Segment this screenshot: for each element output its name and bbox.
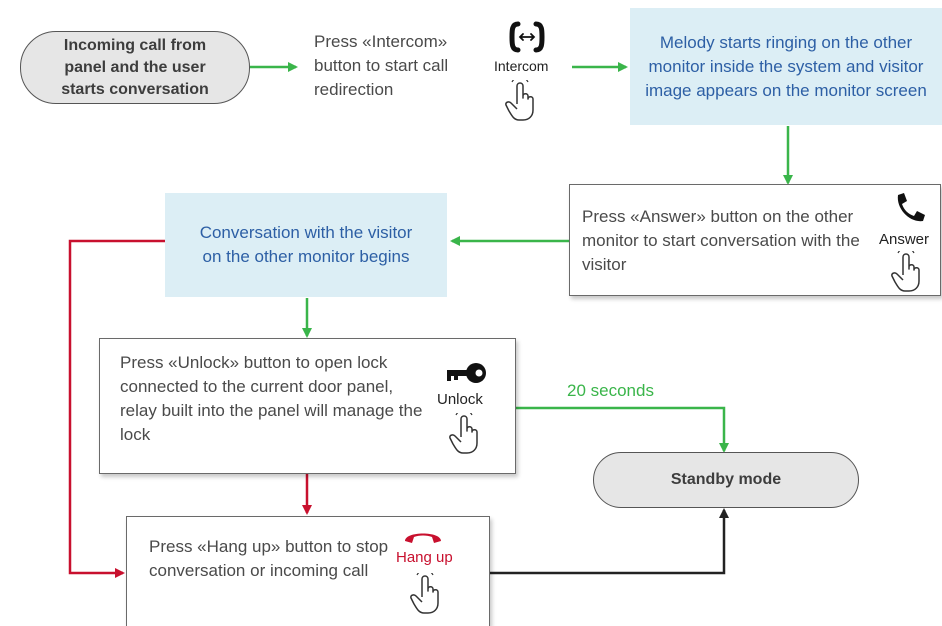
hand-pointer-icon	[410, 573, 439, 614]
node-press-unlock: Press «Unlock» button to open lock conne…	[99, 338, 516, 474]
node-press-unlock-text: Press «Unlock» button to open lock conne…	[120, 353, 423, 444]
node-standby: Standby mode	[593, 452, 859, 508]
node-press-hangup: Press «Hang up» button to stop conversat…	[126, 516, 490, 626]
node-incoming-call-text: Incoming call from panel and the user st…	[61, 36, 209, 98]
node-conversation-text: Conversation with the visitor on the oth…	[199, 223, 413, 266]
intercom-label: Intercom	[494, 58, 549, 74]
node-conversation: Conversation with the visitor on the oth…	[165, 193, 447, 297]
phone-answer-icon	[897, 193, 925, 222]
answer-label: Answer	[879, 231, 930, 248]
intercom-icon	[509, 21, 545, 53]
hand-pointer-icon	[891, 251, 920, 292]
arrow-unlock-to-standby	[516, 406, 729, 453]
arrow-hangup-to-standby	[490, 508, 729, 575]
phone-hangup-icon	[405, 533, 441, 543]
node-press-answer: Press «Answer» button on the other monit…	[569, 184, 941, 296]
hangup-label: Hang up	[396, 549, 453, 566]
node-melody: Melody starts ringing on the other monit…	[630, 8, 942, 125]
timeout-label: 20 seconds	[567, 381, 654, 400]
node-incoming-call: Incoming call from panel and the user st…	[20, 31, 250, 104]
node-press-intercom: Press «Intercom» button to start call re…	[314, 32, 449, 99]
node-press-hangup-text: Press «Hang up» button to stop conversat…	[149, 537, 389, 580]
hand-pointer-icon	[449, 413, 478, 454]
node-standby-text: Standby mode	[670, 471, 782, 488]
hand-pointer-icon	[505, 80, 534, 121]
node-melody-text: Melody starts ringing on the other monit…	[645, 32, 927, 100]
unlock-label: Unlock	[437, 391, 483, 408]
key-icon	[447, 363, 486, 383]
arrow-conversation-to-hangup	[68, 239, 165, 578]
node-press-answer-text: Press «Answer» button on the other monit…	[582, 207, 860, 274]
